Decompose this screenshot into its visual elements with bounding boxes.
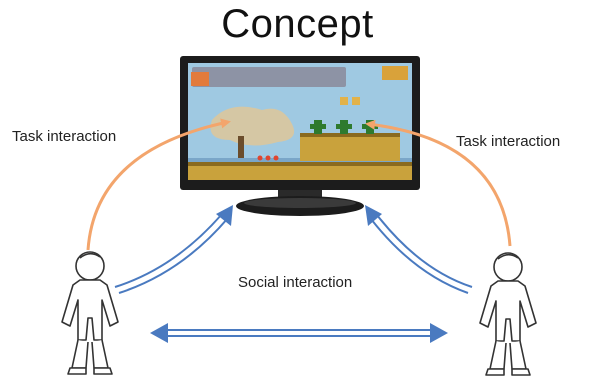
child-figure-icon-left	[61, 251, 119, 375]
child-figure-icon-right	[479, 252, 537, 376]
diagram-title: Concept	[221, 2, 374, 46]
task-interaction-label-left: Task interaction	[12, 128, 117, 145]
task-interaction-label-right: Task interaction	[456, 133, 561, 150]
social-arrow-left-to-monitor	[114, 205, 233, 294]
social-arrow-between-children	[150, 323, 448, 343]
monitor-neck	[278, 190, 322, 200]
social-arrow-right-to-monitor	[365, 205, 473, 294]
task-arrow-left	[86, 118, 231, 251]
task-arrow-right	[365, 119, 512, 247]
game-monitor-icon	[180, 56, 420, 216]
social-interaction-label: Social interaction	[238, 274, 353, 291]
